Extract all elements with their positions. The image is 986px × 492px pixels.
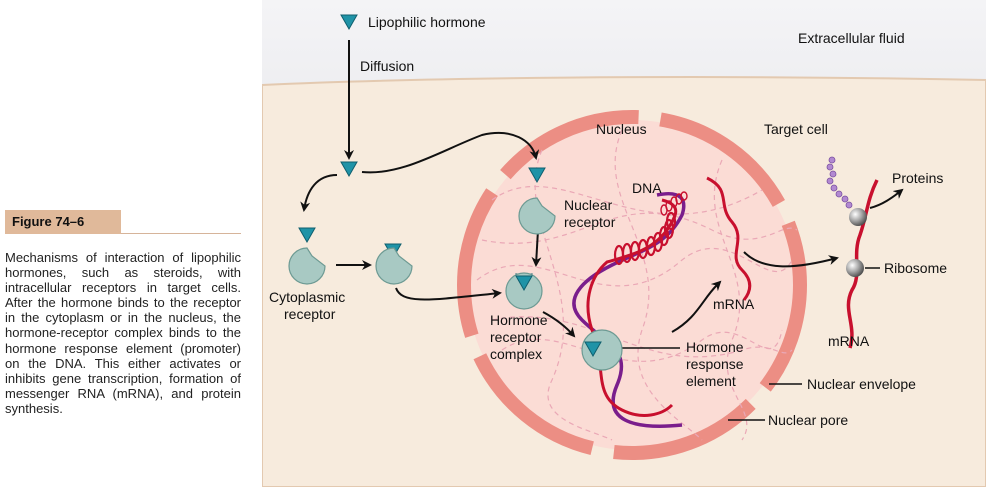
nucleus [457, 110, 807, 460]
hormone-response-complex-icon [581, 329, 623, 371]
mrna-nucleus-label: mRNA [713, 296, 755, 312]
nuclear-receptor-icon [518, 197, 556, 235]
dna-helix [572, 191, 688, 428]
extracellular-fluid-label: Extracellular fluid [798, 30, 905, 46]
hormone-response-element-label-line3: element [686, 373, 736, 389]
figure-label: Figure 74–6 [5, 210, 121, 234]
nucleus-fill [467, 120, 797, 450]
lipophilic-hormone-icon [340, 14, 358, 31]
bound-hormone-overlays [515, 275, 602, 358]
cytoplasmic-receptor-label-line2: receptor [284, 306, 336, 322]
mrna-cytoplasm-label: mRNA [828, 333, 870, 349]
chromatin-lines [476, 129, 798, 441]
cytoplasmic-receptor-label-line1: Cytoplasmic [269, 289, 346, 305]
figure-caption: Mechanisms of interaction of lipophilic … [5, 250, 241, 416]
ribosome-bottom [846, 259, 864, 277]
lipophilic-hormone-label: Lipophilic hormone [368, 14, 486, 30]
diffusion-label: Diffusion [360, 58, 415, 74]
hormone-nuclear-icon [528, 167, 546, 184]
hormone-response-element-label-line1: Hormone [686, 339, 744, 355]
caption-sidebar: Figure 74–6 Mechanisms of interaction of… [0, 0, 262, 487]
hormone-response-element-label-line2: response [686, 356, 744, 372]
hormone-receptor-complex-label-line2: receptor [490, 329, 542, 345]
nuclear-receptor-label-line2: receptor [564, 214, 616, 230]
diagram-canvas [261, 0, 986, 488]
mrna-nucleus [706, 176, 752, 301]
cytoplasmic-receptor-bound-icon [375, 247, 413, 285]
ribosome-top [849, 208, 867, 226]
dna-label: DNA [632, 180, 662, 196]
cytoplasmic-receptor-icon [288, 247, 326, 285]
hormone-receptor-complex-label-line1: Hormone [490, 312, 548, 328]
leader-lines [622, 267, 880, 421]
nuclear-pore-label: Nuclear pore [768, 412, 849, 428]
hormone-receptor-complex-label-line3: complex [490, 346, 543, 362]
nuclear-envelope-label: Nuclear envelope [807, 376, 916, 392]
hormone-mechanism-diagram: Lipophilic hormone Diffusion Extracellul… [261, 0, 986, 488]
proteins-label: Proteins [892, 170, 944, 186]
target-cell-label: Target cell [764, 121, 828, 137]
nucleus-label: Nucleus [596, 121, 647, 137]
hormone-cytoplasmic-icon [298, 227, 316, 244]
ribosome-label: Ribosome [884, 260, 948, 276]
figure-label-rule [121, 233, 241, 234]
hormone-diffusing-icon [340, 161, 358, 178]
protein-chain [826, 156, 853, 209]
nuclear-envelope-ring [457, 110, 807, 460]
nuclear-receptor-label-line1: Nuclear [564, 197, 613, 213]
pathway-arrows [300, 40, 904, 338]
